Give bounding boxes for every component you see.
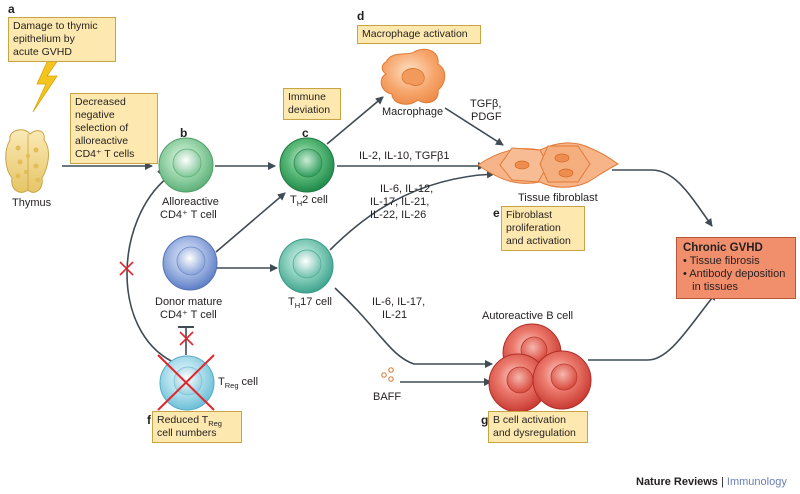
label-th2: TH2 cell bbox=[290, 194, 328, 207]
arrow-bcell-to-gvhd bbox=[588, 292, 717, 361]
panel-letter-c: c bbox=[302, 126, 309, 140]
label-il-th17a-2: IL-17, IL-21, bbox=[370, 196, 430, 208]
immune-line1: Immune bbox=[288, 91, 326, 103]
arrow-fibroblast-to-gvhd bbox=[612, 169, 713, 227]
treg-post: cell bbox=[238, 376, 259, 388]
fibroblast-icon bbox=[477, 142, 619, 188]
box-a-line2: epithelium by bbox=[13, 33, 75, 45]
label-treg: TReg cell bbox=[218, 376, 258, 389]
arrow-macrophage-to-fibroblast bbox=[444, 107, 504, 146]
immune-line2: deviation bbox=[288, 104, 331, 116]
box-reduced-treg: Reduced TReg cell numbers bbox=[152, 411, 242, 443]
treg-cell bbox=[157, 354, 215, 411]
footer-separator: | bbox=[717, 476, 727, 488]
gvhd-title: Chronic GVHD bbox=[683, 242, 763, 254]
box-fibroblast-activation: Fibroblast proliferation and activation bbox=[501, 206, 585, 251]
label-tgf-beta: TGFβ, bbox=[470, 98, 502, 110]
arrow-treg-inhibits-alloreactive bbox=[126, 176, 174, 363]
treg-box-line2: cell numbers bbox=[157, 427, 217, 439]
th17-pre: T bbox=[288, 296, 295, 308]
inhibit-crosses bbox=[119, 261, 194, 346]
baff-icon bbox=[381, 367, 394, 382]
donor-t-cell bbox=[162, 235, 218, 291]
box-a-line1: Damage to thymic bbox=[13, 20, 98, 32]
fibro-box-line3: and activation bbox=[506, 235, 571, 247]
panel-letter-a: a bbox=[8, 2, 15, 16]
treg-box-pre: Reduced T bbox=[157, 414, 209, 426]
panel-letter-g: g bbox=[481, 413, 489, 427]
box-negative-selection: Decreased negative selection of alloreac… bbox=[70, 93, 158, 164]
macrophage-icon bbox=[380, 48, 446, 105]
label-il-th17b-2: IL-21 bbox=[382, 309, 408, 321]
label-autoreactive-b-cell: Autoreactive B cell bbox=[482, 310, 574, 322]
label-donor-2: CD4⁺ T cell bbox=[160, 309, 217, 321]
label-th17: TH17 cell bbox=[288, 296, 332, 309]
neg-sel-line1: Decreased bbox=[75, 96, 126, 108]
label-donor-1: Donor mature bbox=[155, 296, 223, 308]
th2-post: 2 cell bbox=[302, 194, 328, 206]
label-il-th17b-1: IL-6, IL-17, bbox=[372, 296, 426, 308]
thymus-icon bbox=[5, 129, 49, 193]
treg-sub: Reg bbox=[224, 381, 239, 391]
label-thymus: Thymus bbox=[12, 197, 52, 209]
th17-sub: H bbox=[294, 301, 301, 311]
panel-letter-f: f bbox=[147, 413, 151, 427]
th17-cell bbox=[278, 238, 334, 294]
box-a-line3: acute GVHD bbox=[13, 46, 72, 58]
th2-pre: T bbox=[290, 194, 297, 206]
arrow-donor-to-th2 bbox=[215, 192, 286, 253]
b-cell-cluster bbox=[488, 323, 592, 413]
neg-sel-line2: negative bbox=[75, 109, 115, 121]
label-il-th2: IL-2, IL-10, TGFβ1 bbox=[359, 150, 450, 162]
treg-pre: T bbox=[218, 376, 225, 388]
panel-letter-d: d bbox=[357, 9, 365, 23]
th17-post: 17 cell bbox=[300, 296, 332, 308]
label-pdgf: PDGF bbox=[471, 111, 502, 123]
arrow-th2-to-macrophage bbox=[326, 96, 384, 145]
label-macrophage: Macrophage bbox=[382, 106, 444, 118]
neg-sel-line5: CD4⁺ T cells bbox=[75, 148, 135, 160]
neg-sel-line3: selection of bbox=[75, 122, 129, 134]
th2-sub: H bbox=[296, 199, 303, 209]
label-alloreactive-1: Alloreactive bbox=[162, 196, 219, 208]
panel-letter-b: b bbox=[180, 126, 188, 140]
arrow-th17-to-fibroblast bbox=[329, 170, 495, 251]
neg-sel-line4: alloreactive bbox=[75, 135, 129, 147]
box-immune-deviation: Immune deviation bbox=[283, 88, 341, 120]
box-macrophage-activation: Macrophage activation bbox=[357, 25, 481, 44]
panel-letter-e: e bbox=[493, 206, 500, 220]
lightning-icon bbox=[32, 59, 59, 113]
th2-cell bbox=[279, 137, 335, 193]
footer-journal: Nature Reviews bbox=[636, 476, 718, 488]
treg-box-sub: Reg bbox=[208, 419, 222, 429]
gvhd-item-antibody-cont: in tissues bbox=[683, 281, 739, 293]
footer-credit: Nature Reviews | Immunology bbox=[636, 476, 787, 488]
label-baff: BAFF bbox=[373, 391, 402, 403]
label-il-th17a-1: IL-6, IL-12, bbox=[380, 183, 434, 195]
gvhd-item-antibody: • Antibody deposition bbox=[683, 268, 786, 280]
arrows bbox=[62, 96, 717, 386]
bcell-box-line1: B cell activation bbox=[493, 414, 566, 426]
arrow-th17-to-bcell bbox=[334, 287, 493, 368]
label-il-th17a-3: IL-22, IL-26 bbox=[370, 209, 427, 221]
box-thymic-damage: Damage to thymic epithelium by acute GVH… bbox=[8, 17, 116, 62]
bcell-box-line2: and dysregulation bbox=[493, 427, 576, 439]
box-b-cell-activation: B cell activation and dysregulation bbox=[488, 411, 588, 443]
label-tissue-fibroblast: Tissue fibroblast bbox=[518, 192, 598, 204]
label-alloreactive-2: CD4⁺ T cell bbox=[160, 209, 217, 221]
box-chronic-gvhd: Chronic GVHD • Tissue fibrosis • Antibod… bbox=[676, 237, 796, 299]
fibro-box-line1: Fibroblast bbox=[506, 209, 553, 221]
alloreactive-t-cell bbox=[158, 137, 214, 193]
footer-section: Immunology bbox=[726, 476, 787, 488]
gvhd-item-fibrosis: • Tissue fibrosis bbox=[683, 255, 760, 267]
fibro-box-line2: proliferation bbox=[506, 222, 561, 234]
